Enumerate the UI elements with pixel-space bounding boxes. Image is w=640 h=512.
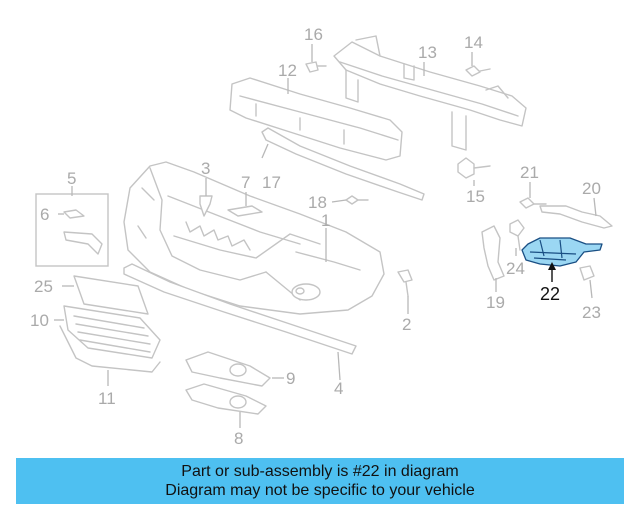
part-15-bolt[interactable] — [457, 157, 491, 179]
label-7: 7 — [241, 173, 250, 192]
part-3-clip[interactable] — [199, 195, 213, 217]
part-12-energy-absorber[interactable] — [229, 77, 403, 161]
label-21: 21 — [520, 163, 539, 182]
label-12: 12 — [278, 61, 297, 80]
part-24-clip[interactable] — [509, 219, 525, 251]
part-18-bolt[interactable] — [345, 195, 369, 205]
label-18: 18 — [308, 193, 327, 212]
label-17: 17 — [262, 173, 281, 192]
part-22-highlighted-bracket[interactable] — [521, 237, 603, 267]
part-21-bolt[interactable] — [519, 197, 547, 209]
part-9-fog-bezel[interactable] — [185, 351, 271, 387]
banner-line-1: Part or sub-assembly is #22 in diagram — [181, 463, 459, 480]
label-8: 8 — [234, 429, 243, 448]
part-16-clip[interactable] — [305, 61, 327, 73]
part-25-plate-bracket[interactable] — [73, 275, 149, 315]
part-14-bolt[interactable] — [465, 65, 491, 77]
part-7-bracket[interactable] — [227, 205, 263, 217]
part-22-arrow — [548, 262, 556, 282]
info-banner: Part or sub-assembly is #22 in diagram D… — [16, 458, 624, 504]
label-3: 3 — [201, 159, 210, 178]
label-16: 16 — [304, 25, 323, 44]
label-2: 2 — [402, 315, 411, 334]
part-17-strip[interactable] — [261, 127, 425, 201]
banner-line-2: Diagram may not be specific to your vehi… — [165, 482, 475, 499]
label-14: 14 — [464, 33, 483, 52]
label-1: 1 — [321, 211, 330, 230]
label-20: 20 — [582, 179, 601, 198]
label-10: 10 — [30, 311, 49, 330]
label-6: 6 — [40, 205, 49, 224]
part-13-reinforcement-bar[interactable] — [333, 35, 527, 151]
label-5: 5 — [67, 169, 76, 188]
label-15: 15 — [466, 187, 485, 206]
label-11: 11 — [98, 389, 116, 408]
part-2-screw[interactable] — [397, 269, 413, 297]
leader-lines — [54, 44, 597, 428]
callout-labels: 16 13 14 12 3 7 17 18 15 5 6 1 21 20 25 … — [30, 25, 601, 448]
part-19-guide[interactable] — [481, 225, 505, 281]
part-20-bracket[interactable] — [539, 205, 613, 229]
part-10-grille[interactable] — [63, 305, 161, 359]
part-4-lower-strip[interactable] — [123, 263, 357, 355]
label-24: 24 — [506, 259, 525, 278]
part-11-trim[interactable] — [59, 325, 161, 373]
label-13: 13 — [418, 43, 437, 62]
label-22-highlighted: 22 — [540, 284, 560, 304]
label-4: 4 — [334, 379, 343, 398]
part-23-clip[interactable] — [579, 265, 595, 281]
part-1-bumper-cover[interactable] — [123, 161, 385, 315]
label-19: 19 — [486, 293, 505, 312]
part-8-fog-bezel[interactable] — [185, 383, 267, 415]
part-5-6-bracket-box[interactable] — [35, 193, 109, 267]
label-23: 23 — [582, 303, 601, 322]
label-9: 9 — [286, 369, 295, 388]
label-25: 25 — [34, 277, 53, 296]
